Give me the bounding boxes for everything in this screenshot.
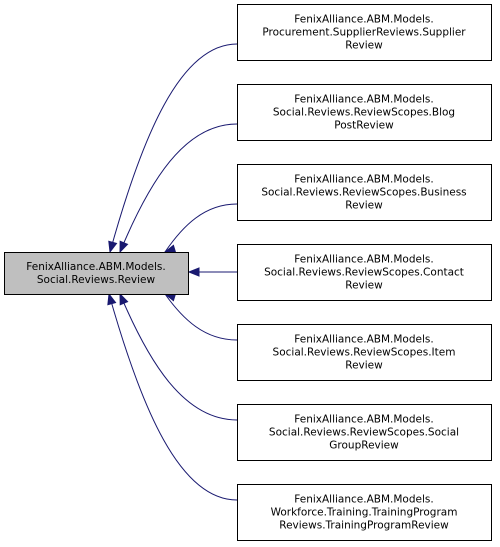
edge-arrowhead-6 — [107, 292, 117, 306]
edge-5 — [119, 293, 238, 421]
derived-class-node-4-label-line-0: FenixAlliance.ABM.Models. — [294, 334, 433, 346]
derived-class-node-1-box — [237, 84, 492, 141]
derived-class-node-1-label-line-2: PostReview — [334, 120, 394, 132]
edge-arrowhead-0 — [108, 240, 118, 254]
derived-class-node-5-label-line-0: FenixAlliance.ABM.Models. — [294, 414, 433, 426]
derived-class-node-4-label-line-1: Social.Reviews.ReviewScopes.Item — [273, 347, 456, 359]
derived-class-node-2-label-line-2: Review — [345, 200, 383, 212]
derived-class-node-2-box — [237, 164, 492, 221]
derived-class-node-1-label-line-0: FenixAlliance.ABM.Models. — [294, 94, 433, 106]
edge-2 — [164, 203, 238, 253]
derived-class-node-0[interactable]: FenixAlliance.ABM.Models.Procurement.Sup… — [237, 4, 492, 61]
base-class-node-label-line-1: Social.Reviews.Review — [37, 274, 156, 286]
derived-class-node-0-label-line-1: Procurement.SupplierReviews.Supplier — [262, 27, 466, 39]
derived-class-node-3[interactable]: FenixAlliance.ABM.Models.Social.Reviews.… — [237, 244, 492, 301]
edge-0 — [109, 43, 238, 253]
derived-class-node-4[interactable]: FenixAlliance.ABM.Models.Social.Reviews.… — [237, 324, 492, 381]
derived-class-node-5-box — [237, 404, 492, 461]
derived-class-node-5[interactable]: FenixAlliance.ABM.Models.Social.Reviews.… — [237, 404, 492, 461]
base-class-node[interactable]: FenixAlliance.ABM.Models.Social.Reviews.… — [4, 252, 189, 295]
derived-class-node-2-label-line-0: FenixAlliance.ABM.Models. — [294, 174, 433, 186]
edge-1 — [119, 123, 238, 253]
derived-class-node-4-label-line-2: Review — [345, 360, 383, 372]
base-class-node-label-line-0: FenixAlliance.ABM.Models. — [26, 261, 165, 273]
derived-class-node-3-label-line-0: FenixAlliance.ABM.Models. — [294, 254, 433, 266]
derived-class-node-6-label-line-0: FenixAlliance.ABM.Models. — [294, 494, 433, 506]
derived-class-node-0-label-line-0: FenixAlliance.ABM.Models. — [294, 14, 433, 26]
derived-class-node-3-box — [237, 244, 492, 301]
base-class-node-box — [4, 252, 189, 295]
derived-class-node-6-label-line-1: Workforce.Training.TrainingProgram — [271, 507, 458, 519]
derived-class-node-5-label-line-2: GroupReview — [329, 440, 399, 452]
edge-4 — [164, 293, 238, 341]
edge-arrowhead-1 — [119, 240, 129, 254]
derived-class-node-5-label-line-1: Social.Reviews.ReviewScopes.Social — [269, 427, 459, 439]
derived-class-node-0-box — [237, 4, 492, 61]
derived-class-node-1-label-line-1: Social.Reviews.ReviewScopes.Blog — [273, 107, 455, 119]
derived-class-node-2[interactable]: FenixAlliance.ABM.Models.Social.Reviews.… — [237, 164, 492, 221]
derived-class-node-2-label-line-1: Social.Reviews.ReviewScopes.Business — [261, 187, 466, 199]
edge-arrowhead-3 — [187, 267, 200, 277]
edges-layer — [107, 43, 238, 501]
edge-6 — [108, 293, 238, 501]
derived-class-node-6[interactable]: FenixAlliance.ABM.Models.Workforce.Train… — [237, 484, 492, 541]
derived-class-node-4-box — [237, 324, 492, 381]
derived-class-node-3-label-line-2: Review — [345, 280, 383, 292]
derived-class-node-6-label-line-2: Reviews.TrainingProgramReview — [279, 520, 449, 532]
derived-class-node-0-label-line-2: Review — [345, 40, 383, 52]
derived-class-node-3-label-line-1: Social.Reviews.ReviewScopes.Contact — [264, 267, 464, 279]
derived-class-node-1[interactable]: FenixAlliance.ABM.Models.Social.Reviews.… — [237, 84, 492, 141]
nodes-layer: FenixAlliance.ABM.Models.Social.Reviews.… — [4, 4, 492, 541]
edge-arrowhead-5 — [119, 292, 129, 306]
derived-class-node-6-box — [237, 484, 492, 541]
